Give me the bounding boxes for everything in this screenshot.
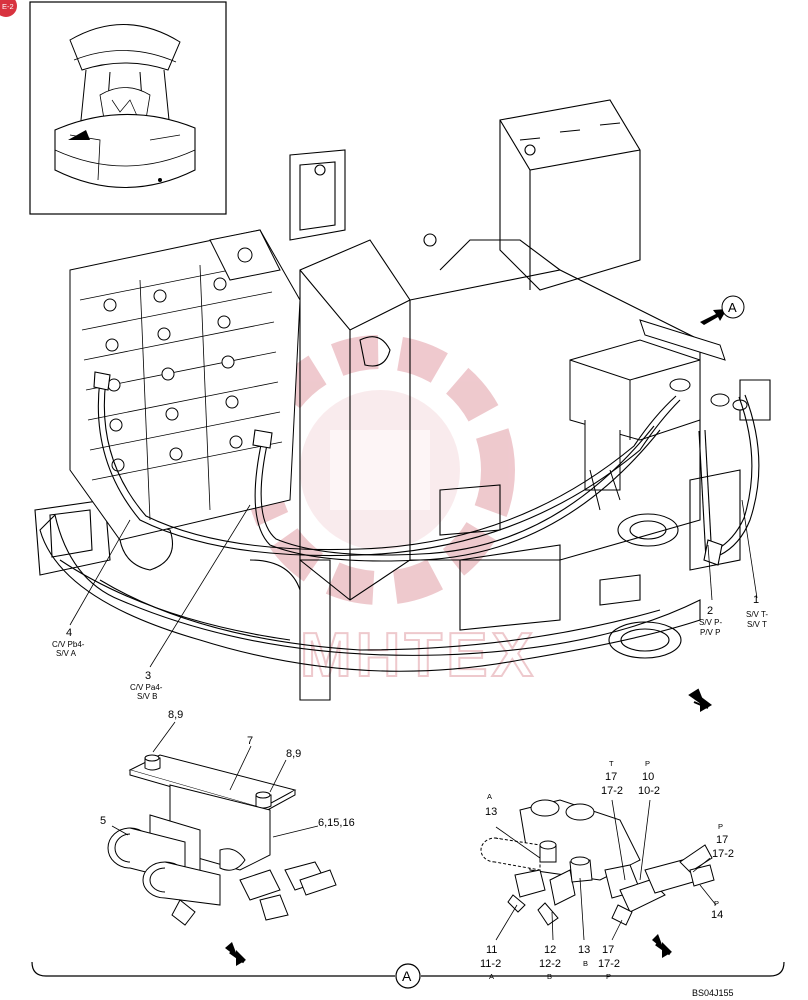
detail-right-labels: A 13 T 17 17-2 P 10 10-2 P 17 17-2 P 14 … [480, 759, 734, 981]
part-label: 12 [544, 944, 556, 956]
part-label: 10-2 [638, 785, 660, 797]
drawing-code: BS04J155 [692, 988, 734, 998]
part-label: 11-2 [480, 958, 501, 970]
hose-routing [93, 371, 760, 566]
svg-text:P: P [645, 759, 650, 768]
part-label: 6,15,16 [318, 817, 355, 829]
callout-hose-3: 3 C/V Pa4- S/V B [130, 670, 163, 701]
part-label: 17-2 [712, 848, 734, 860]
callout-desc-line1: S/V T- [746, 610, 768, 619]
part-label: 17 [605, 771, 617, 783]
detail-right-leaders [495, 799, 717, 941]
watermark: MHTEX [245, 335, 534, 691]
callout-number: 2 [707, 605, 713, 617]
view-marker-letter: A [728, 300, 737, 315]
forward-arrow-icon [652, 934, 672, 958]
part-label: 13 [578, 944, 590, 956]
valve-spools [103, 277, 243, 472]
svg-text:P: P [714, 899, 719, 908]
callout-number: 4 [66, 627, 72, 639]
callout-hose-1: 1 S/V T- S/V T [746, 594, 768, 629]
detail-left-labels: 8,9 7 8,9 5 6,15,16 [100, 709, 355, 829]
view-a-marker: A [700, 295, 745, 325]
callout-desc-line1: C/V Pa4- [130, 683, 163, 692]
part-label: 8,9 [168, 709, 183, 721]
callout-desc-line2: S/V A [56, 649, 77, 658]
part-label: 12-2 [539, 958, 561, 970]
svg-text:E-2: E-2 [2, 2, 14, 11]
callout-desc-line2: S/V T [747, 620, 767, 629]
svg-text:B: B [583, 959, 588, 968]
svg-text:T: T [609, 759, 614, 768]
part-label: 17 [716, 834, 728, 846]
svg-text:A: A [487, 792, 492, 801]
detail-right-assembly [480, 799, 715, 926]
machine-frame [34, 99, 771, 701]
corner-badge: E-2 [0, 0, 17, 17]
svg-text:P: P [718, 822, 723, 831]
part-label: 13 [485, 806, 497, 818]
part-label: 8,9 [286, 748, 301, 760]
part-label: 7 [247, 735, 253, 747]
view-a-bracket [31, 961, 785, 989]
callout-desc-line2: P/V P [700, 628, 720, 637]
callout-desc-line1: C/V Pb4- [52, 640, 85, 649]
forward-arrow-icon [225, 942, 246, 966]
part-label: 17 [602, 944, 614, 956]
view-a-bracket-letter: A [402, 968, 412, 984]
callout-hose-2: 2 S/V P- P/V P [699, 605, 722, 637]
control-valve-bank [69, 229, 301, 541]
part-label: 10 [642, 771, 654, 783]
part-label: 11 [486, 944, 497, 956]
callout-desc-line1: S/V P- [699, 618, 722, 627]
callout-number: 1 [753, 594, 759, 606]
detail-left-leaders [111, 721, 319, 838]
inset-view [29, 1, 227, 215]
detail-left-assembly [107, 754, 337, 926]
part-label: 14 [711, 909, 723, 921]
callout-desc-line2: S/V B [137, 692, 157, 701]
part-label: 5 [100, 815, 106, 827]
callout-hose-4: 4 C/V Pb4- S/V A [52, 627, 85, 658]
solenoid-valve-assembly [569, 319, 748, 511]
part-label: 17-2 [598, 958, 620, 970]
part-label: 17-2 [601, 785, 623, 797]
leader-lines [69, 499, 758, 668]
forward-arrow-icon [688, 688, 712, 712]
callout-number: 3 [145, 670, 151, 682]
